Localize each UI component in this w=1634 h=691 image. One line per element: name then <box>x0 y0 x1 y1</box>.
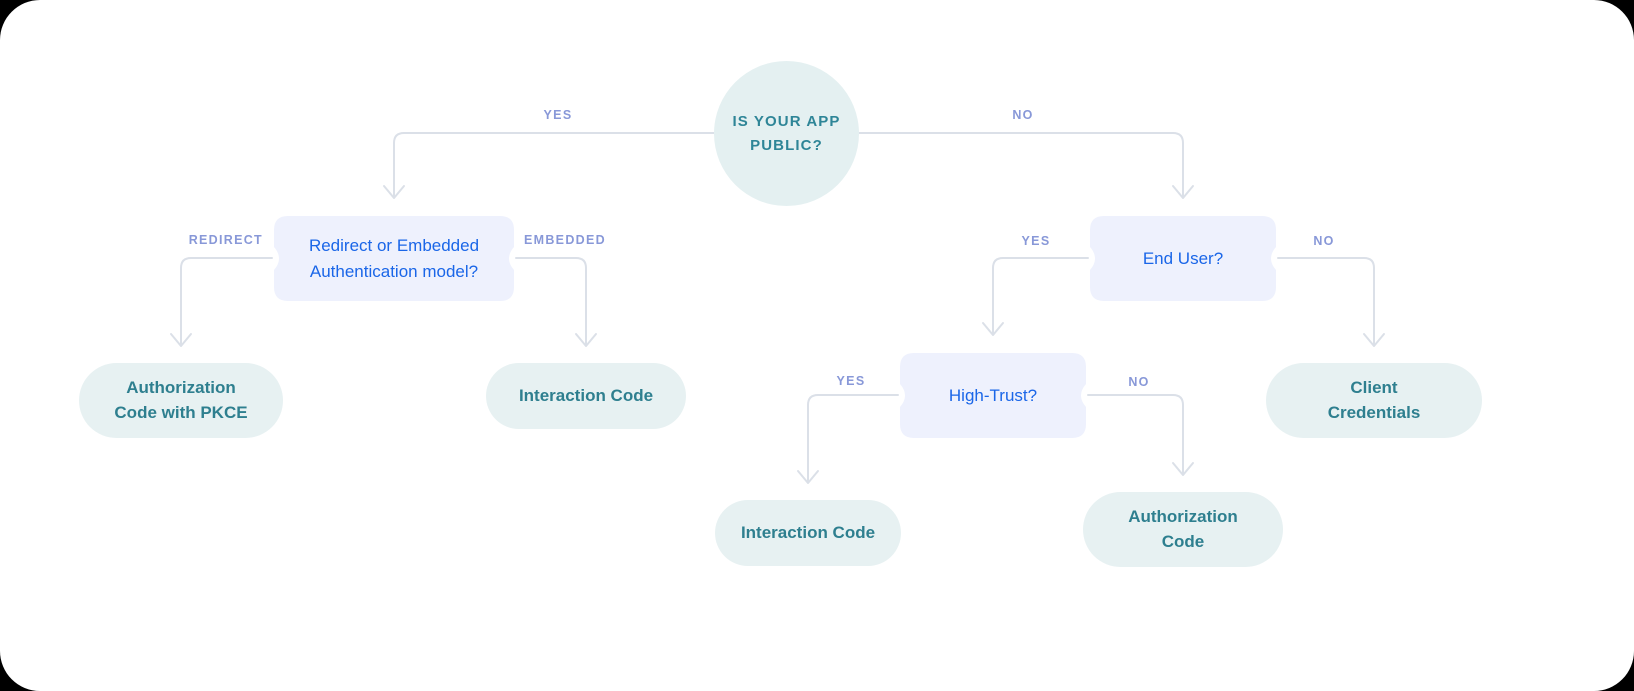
connector-start-to-model <box>393 132 715 197</box>
edge-label-redirect: Redirect <box>188 233 263 247</box>
arrowhead-authcode <box>1172 462 1194 476</box>
arrowhead-model <box>383 185 405 199</box>
connector-enduser-to-hightrust <box>992 257 1089 334</box>
decision-shape <box>1090 216 1276 301</box>
connector-start-to-enduser <box>858 132 1184 197</box>
edge-label-yes-app-public: Yes <box>543 108 573 122</box>
arrowhead-hightrust <box>982 322 1004 336</box>
arrowhead-interaction2 <box>797 470 819 484</box>
node-end-user[interactable]: End User? <box>1090 216 1276 301</box>
edge-label-embedded: Embedded <box>524 233 606 247</box>
node-label: End User? <box>1142 248 1224 268</box>
edge-label-no-app-public: No <box>1012 108 1034 122</box>
edge-label-no-high-trust: No <box>1128 375 1150 389</box>
node-label: High-Trust? <box>948 385 1038 405</box>
node-label: Interaction Code <box>740 522 876 542</box>
connector-hightrust-to-interaction2 <box>807 394 899 482</box>
edge-label-yes-end-user: Yes <box>1021 234 1051 248</box>
connector-model-to-pkce <box>180 257 273 345</box>
node-is-your-app-public[interactable]: Is your app public? <box>714 61 859 206</box>
arrowhead-pkce <box>170 333 192 347</box>
node-high-trust[interactable]: High-Trust? <box>900 353 1086 438</box>
connector-hightrust-to-authcode <box>1087 394 1184 474</box>
arrowhead-client <box>1363 333 1385 347</box>
edge-label-no-end-user: No <box>1313 234 1335 248</box>
node-interaction-code-bottom[interactable]: Interaction Code <box>715 500 901 566</box>
node-label: Is your app public? <box>732 113 841 154</box>
connector-enduser-to-client <box>1277 257 1375 345</box>
edge-label-yes-high-trust: Yes <box>836 374 866 388</box>
arrowhead-enduser <box>1172 185 1194 199</box>
node-interaction-code-left[interactable]: Interaction Code <box>486 363 686 429</box>
connector-model-to-interaction1 <box>515 257 587 345</box>
decision-shape <box>274 216 514 301</box>
node-label: Interaction Code <box>518 385 654 405</box>
decision-shape <box>900 353 1086 438</box>
arrowhead-interaction1 <box>575 333 597 347</box>
